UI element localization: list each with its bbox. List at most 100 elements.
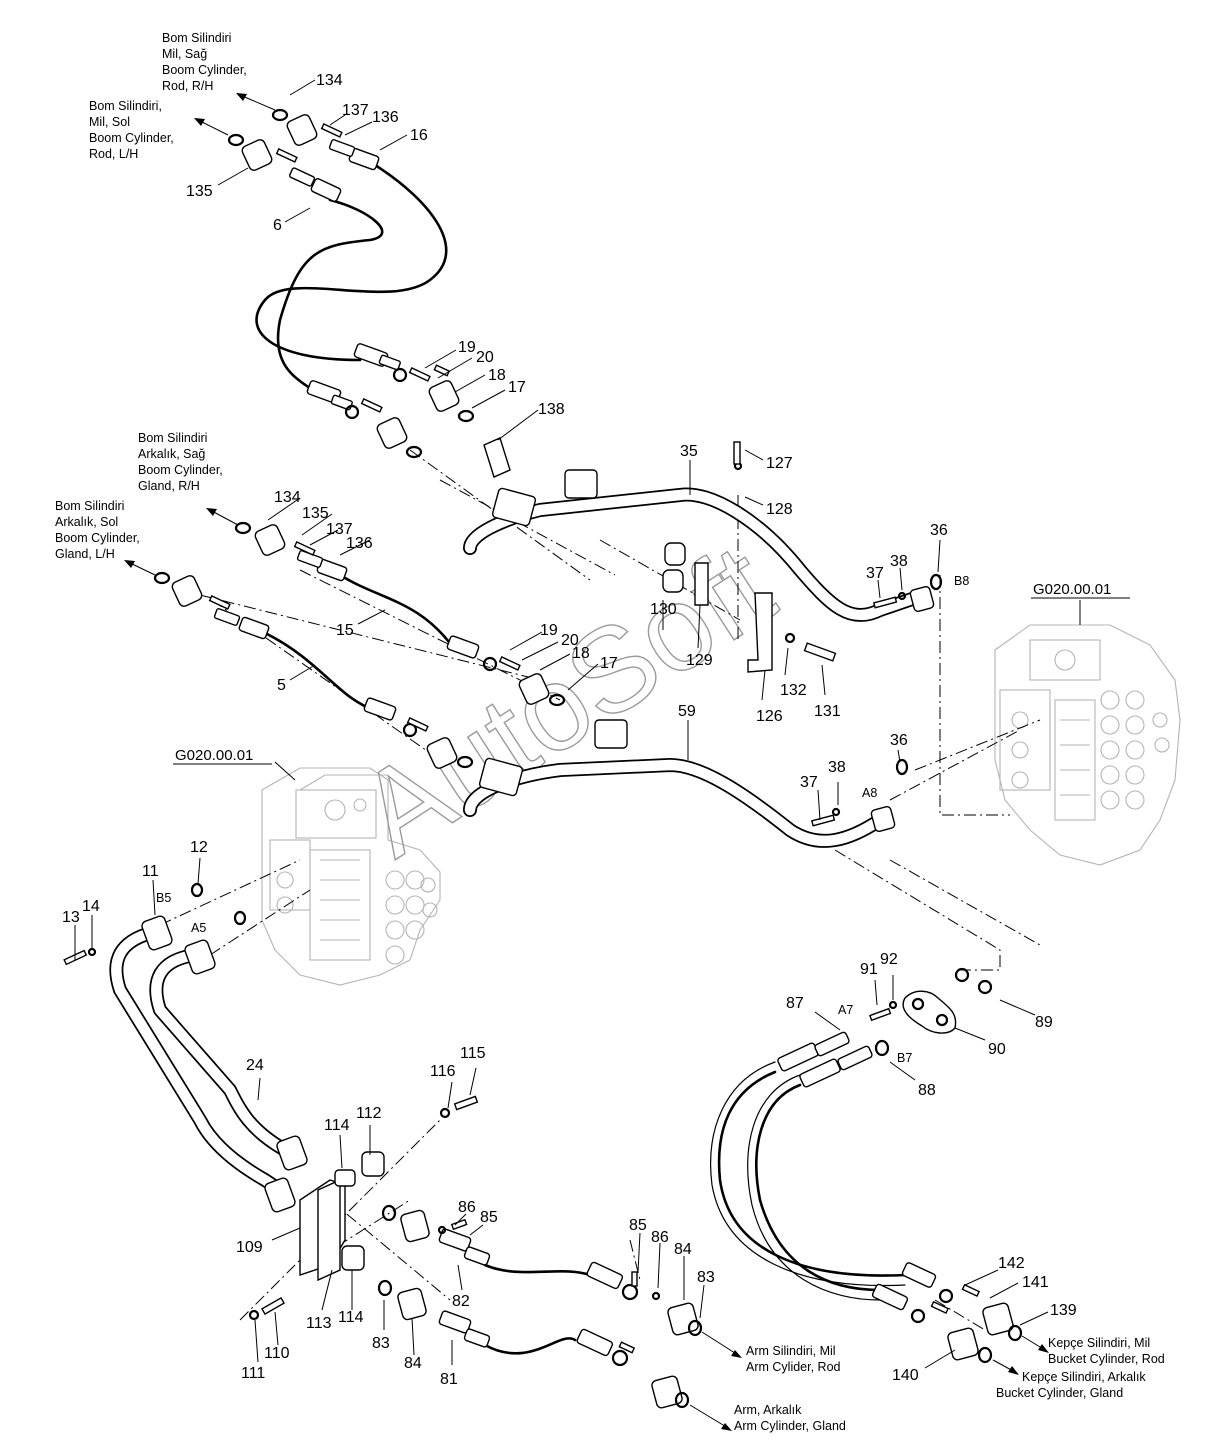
boom-gland-flanges (153, 521, 566, 769)
control-valve-block-right (994, 624, 1181, 866)
callout: 139 (1050, 1302, 1077, 1319)
callout: 112 (356, 1105, 382, 1122)
callout: 137 (326, 521, 353, 538)
callout: 135 (186, 183, 213, 200)
callout: 86 (651, 1229, 669, 1246)
control-valve-block-left (261, 767, 441, 986)
pipe-35 (463, 469, 935, 622)
callout: 87 (786, 995, 804, 1012)
callout: 86 (458, 1199, 476, 1216)
callout: 59 (678, 703, 696, 720)
callout: 140 (892, 1367, 919, 1384)
callout: 35 (680, 443, 698, 460)
callout: 20 (476, 349, 494, 366)
boom-rod-flanges (227, 108, 475, 459)
hose-5 (213, 608, 418, 738)
callout: 134 (274, 489, 301, 506)
hose-15 (296, 550, 498, 672)
watermark: AutoSoft (336, 519, 795, 882)
callout: 17 (508, 379, 526, 396)
pipe-59 (463, 719, 896, 848)
callout: 5 (277, 677, 286, 694)
callout: 81 (440, 1371, 458, 1388)
hose-88 (747, 1039, 926, 1324)
pipe-24 (63, 882, 308, 1213)
hose-87 (710, 1031, 954, 1304)
port-label: B8 (954, 574, 969, 588)
callout: 136 (372, 109, 399, 126)
callout: 130 (650, 601, 677, 618)
outlet-arrows (124, 93, 1049, 1431)
callout: 115 (460, 1045, 486, 1062)
callout: 132 (780, 682, 807, 699)
hose-81 (438, 1310, 629, 1367)
callout-labels: 134 137 136 16 135 6 19 20 18 17 138 35 … (62, 72, 1077, 1388)
port-label: A7 (838, 1003, 853, 1017)
callout: 91 (860, 961, 878, 978)
callout: 92 (880, 951, 898, 968)
callout: 84 (674, 1241, 692, 1258)
callout: 89 (1035, 1014, 1053, 1031)
arm-bracket (248, 1095, 479, 1321)
callout: 126 (756, 708, 783, 725)
clamps-brackets (433, 364, 837, 673)
callout: 83 (697, 1269, 715, 1286)
callout: 113 (306, 1315, 332, 1332)
callout: 38 (828, 759, 846, 776)
callout: 114 (324, 1117, 350, 1134)
callout: 37 (866, 565, 884, 582)
leader-lines (74, 79, 1081, 1369)
callout: 19 (458, 339, 476, 356)
callout: 83 (372, 1335, 390, 1352)
callout: 129 (686, 652, 713, 669)
callout: 85 (480, 1209, 498, 1226)
port-label: A8 (862, 786, 877, 800)
port-label: B7 (897, 1051, 912, 1065)
callout: 14 (82, 898, 100, 915)
port-label: A5 (191, 921, 206, 935)
callout: 109 (236, 1239, 263, 1256)
callout: 142 (998, 1255, 1025, 1272)
callout: 111 (241, 1365, 265, 1382)
hose-82 (438, 1228, 639, 1301)
callout: 116 (430, 1063, 456, 1080)
callout: 24 (246, 1057, 264, 1074)
callout: 134 (316, 72, 343, 89)
callout: 13 (62, 909, 80, 926)
port-labels: B8 A8 B5 A5 A7 B7 (156, 574, 969, 1065)
callout: 136 (346, 535, 373, 552)
callout: 135 (302, 505, 329, 522)
callout: 82 (452, 1293, 470, 1310)
callout: 131 (814, 703, 841, 720)
callout: 85 (629, 1217, 647, 1234)
callout: 127 (766, 455, 793, 472)
ref-label-left: G020.00.01 (175, 747, 253, 764)
callout: 110 (264, 1345, 290, 1362)
callout: 137 (342, 102, 369, 119)
callout: 20 (561, 632, 579, 649)
hose-16 (255, 139, 448, 383)
callout: 114 (338, 1309, 364, 1326)
callout: 16 (410, 127, 428, 144)
callout: 36 (890, 732, 908, 749)
callout: 15 (336, 622, 354, 639)
callout: 18 (488, 367, 506, 384)
callout: 88 (918, 1082, 936, 1099)
reference-labels: G020.00.01 G020.00.01 (173, 581, 1130, 765)
callout: 12 (190, 839, 208, 856)
callout: 17 (600, 655, 618, 672)
callout: 19 (540, 622, 558, 639)
ref-label-right: G020.00.01 (1033, 581, 1111, 598)
callout: 138 (538, 401, 565, 418)
callout: 84 (404, 1355, 422, 1372)
